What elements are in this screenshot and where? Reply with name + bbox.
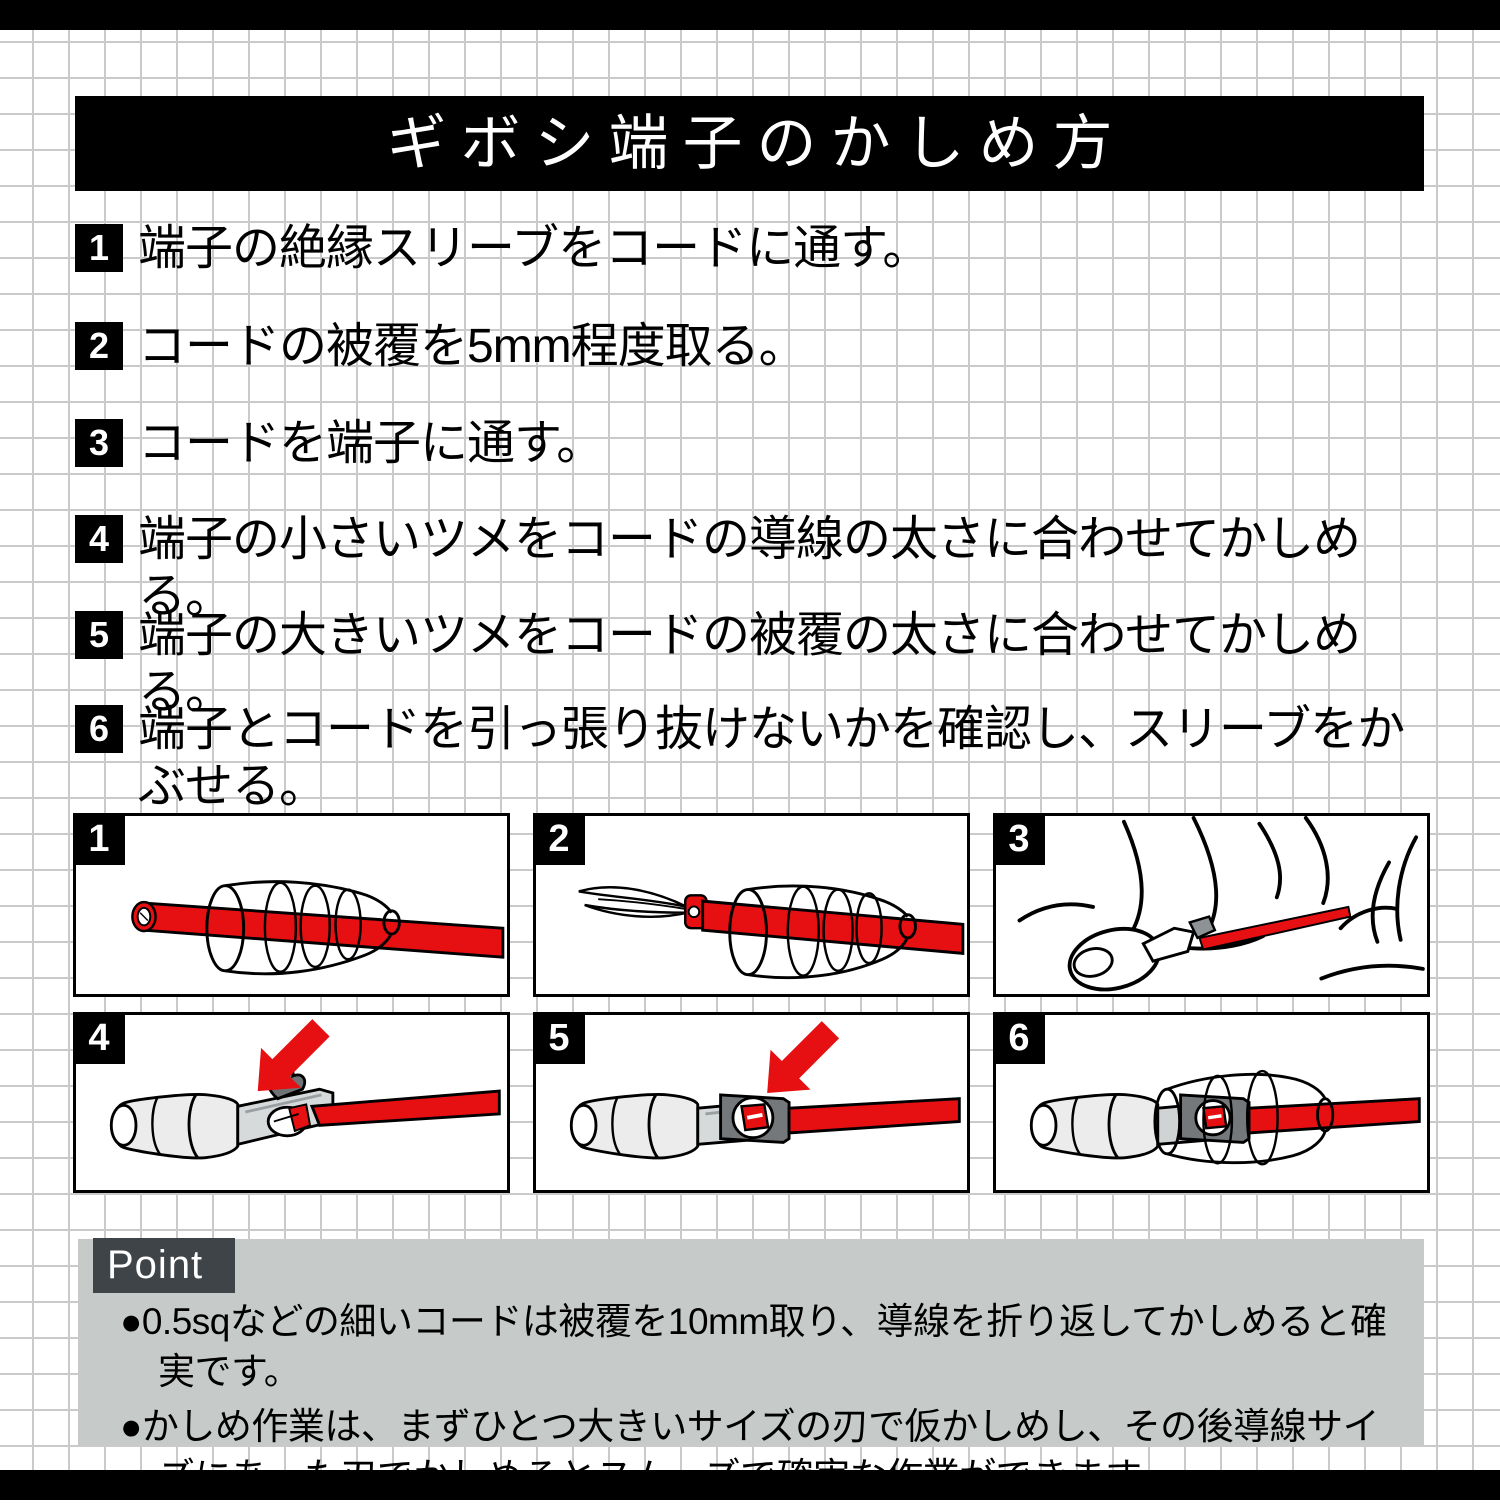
illustration-panel-1: 1 <box>73 813 510 997</box>
panel-number-badge: 5 <box>533 1012 585 1064</box>
step-item: 6 端子とコードを引っ張り抜けないかを確認し、スリーブをかぶせる。 <box>75 701 1435 815</box>
step-item: 1 端子の絶縁スリーブをコードに通す。 <box>75 220 1435 277</box>
illustration-panel-grid: 1 2 <box>73 813 1430 1193</box>
panel-number-badge: 3 <box>993 813 1045 865</box>
point-box: Point ●0.5sqなどの細いコードは被覆を10mm取り、導線を折り返してか… <box>78 1238 1424 1497</box>
panel-number-badge: 1 <box>73 813 125 865</box>
point-bullet-list: ●0.5sqなどの細いコードは被覆を10mm取り、導線を折り返してかしめると確実… <box>120 1297 1404 1507</box>
step-item: 5 端子の大きいツメをコードの被覆の太さに合わせてかしめる。 <box>75 607 1435 721</box>
hands-inserting-wire-icon <box>1017 816 1425 992</box>
step-number-badge: 1 <box>75 224 123 272</box>
panel-number-badge: 4 <box>73 1012 125 1064</box>
crimp-small-claw-icon <box>109 1019 501 1160</box>
illustration-panel-2: 2 <box>533 813 970 997</box>
top-black-bar <box>0 0 1500 30</box>
step-text: 端子の小さいツメをコードの導線の太さに合わせてかしめる。 <box>138 513 1361 623</box>
step-text: 端子の絶縁スリーブをコードに通す。 <box>138 222 930 275</box>
illustration-panel-3: 3 <box>993 813 1430 997</box>
step-text: コードを端子に通す。 <box>138 417 604 470</box>
bottom-black-bar <box>0 1470 1500 1500</box>
page-title: ギボシ端子のかしめ方 <box>386 109 1127 177</box>
panel-number-badge: 6 <box>993 1012 1045 1064</box>
step-number-badge: 5 <box>75 611 123 659</box>
step-text: 端子の大きいツメをコードの被覆の太さに合わせてかしめる。 <box>138 609 1361 719</box>
step-text: コードの被覆を5mm程度取る。 <box>138 320 807 373</box>
step-text: 端子とコードを引っ張り抜けないかを確認し、スリーブをかぶせる。 <box>138 703 1405 813</box>
sleeve-covered-terminal-icon <box>1029 1069 1421 1166</box>
step-item: 3 コードを端子に通す。 <box>75 415 1435 472</box>
red-arrow-icon <box>767 1021 840 1093</box>
panel-number-badge: 2 <box>533 813 585 865</box>
step-number-badge: 4 <box>75 515 123 563</box>
step-item: 2 コードの被覆を5mm程度取る。 <box>75 318 1435 375</box>
illustration-panel-5: 5 <box>533 1012 970 1193</box>
crimp-large-claw-icon <box>569 1021 961 1160</box>
red-arrow-icon <box>257 1019 330 1092</box>
point-bullet: ●0.5sqなどの細いコードは被覆を10mm取り、導線を折り返してかしめると確実… <box>120 1301 1387 1392</box>
illustration-panel-6: 6 <box>993 1012 1430 1193</box>
title-bar: ギボシ端子のかしめ方 <box>75 96 1424 191</box>
step-number-badge: 3 <box>75 419 123 467</box>
step-number-badge: 2 <box>75 322 123 370</box>
wire-through-sleeve-icon <box>131 880 505 976</box>
step-number-badge: 6 <box>75 705 123 753</box>
point-label: Point <box>93 1238 235 1293</box>
point-bullet: ●かしめ作業は、まずひとつ大きいサイズの刃で仮かしめし、その後導線サイズにあった… <box>120 1406 1380 1497</box>
step-item: 4 端子の小さいツメをコードの導線の太さに合わせてかしめる。 <box>75 511 1435 625</box>
illustration-panel-4: 4 <box>73 1012 510 1193</box>
stripped-wire-sleeve-icon <box>578 884 965 980</box>
